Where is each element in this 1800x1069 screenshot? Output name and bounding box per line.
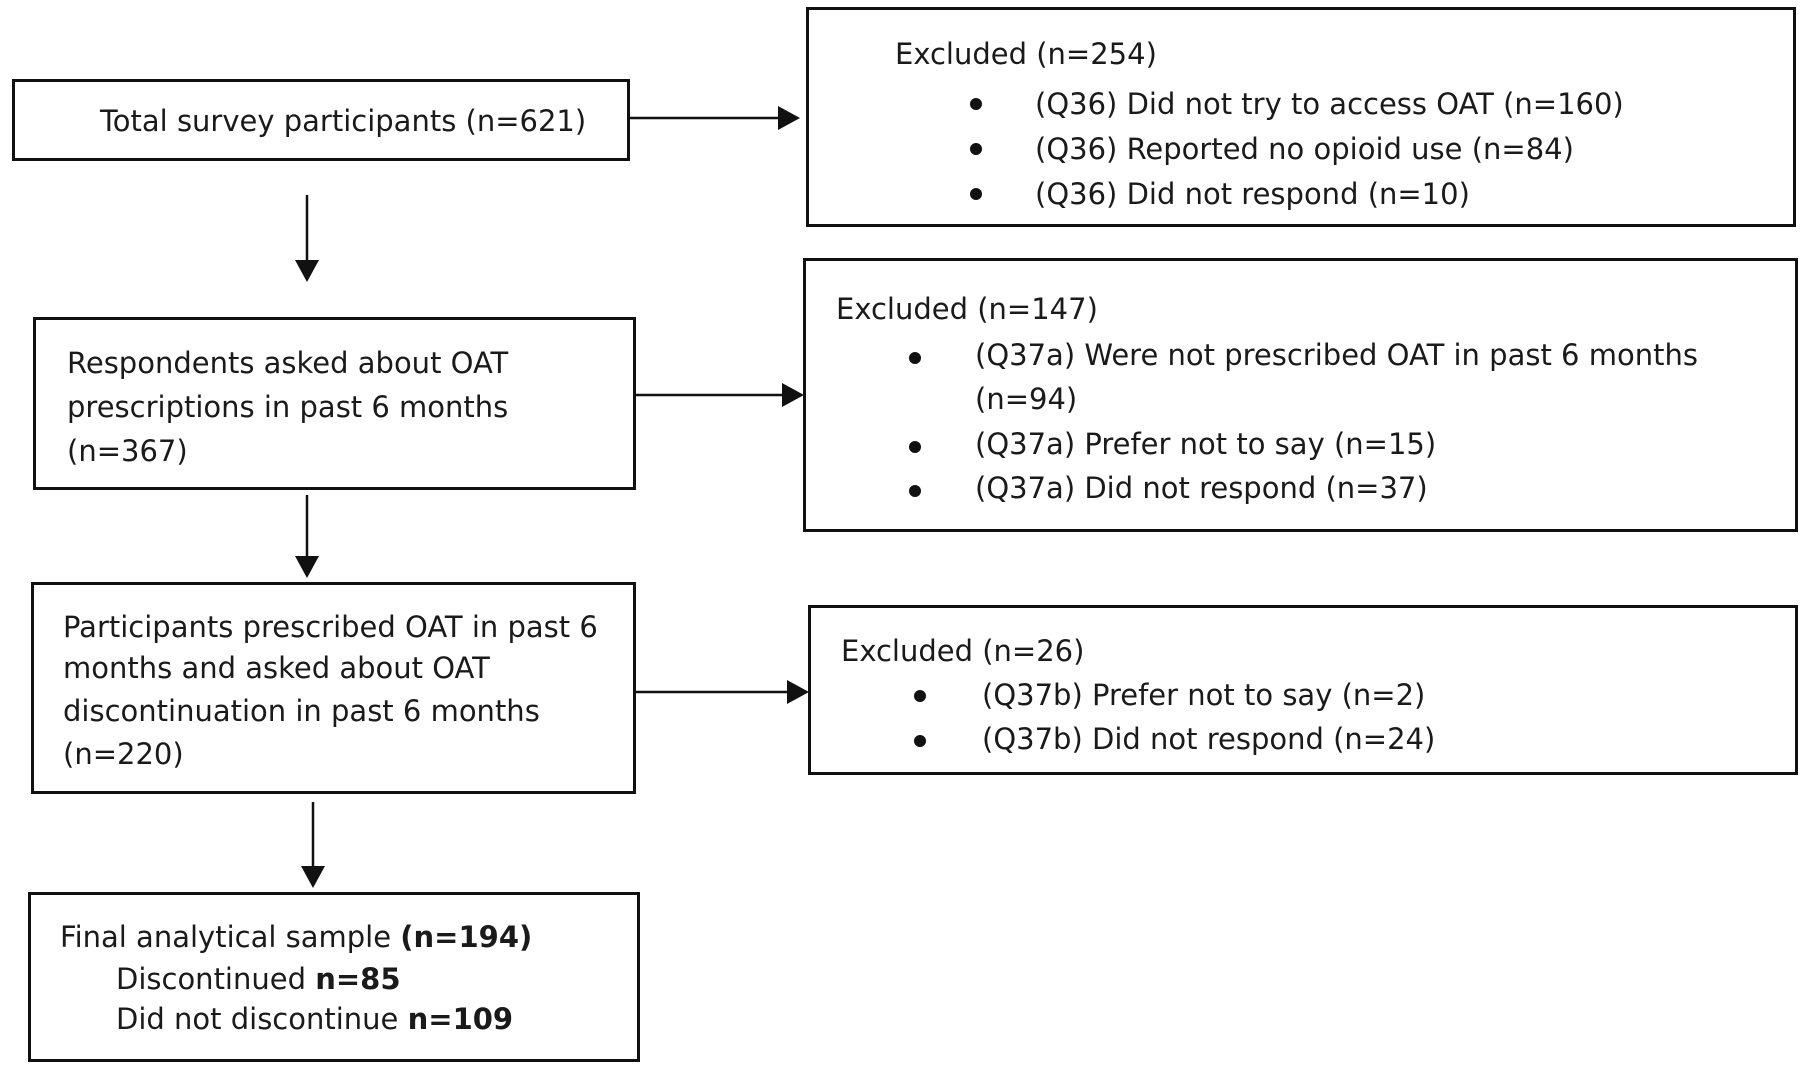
bullet-icon <box>914 690 926 702</box>
bullet-icon <box>909 485 921 497</box>
arrow-down-3 <box>301 802 325 888</box>
arrow-down-1 <box>295 195 319 282</box>
excluded-title-2: Excluded (n=147) <box>836 292 1098 326</box>
excluded-2-item-1-cont: (n=94) <box>975 382 1078 416</box>
not-discontinued-value: n=109 <box>407 1002 514 1036</box>
prescribed-oat-line-4: (n=220) <box>63 737 184 771</box>
excluded-title-3: Excluded (n=26) <box>841 634 1085 668</box>
final-sample-line: Final analytical sample (n=194) <box>60 915 532 959</box>
asked-oat-line-1: Respondents asked about OAT <box>67 346 509 380</box>
asked-oat-line-2: prescriptions in past 6 months <box>67 390 509 424</box>
excluded-1-item-2: (Q36) Reported no opioid use (n=84) <box>1035 132 1574 166</box>
prescribed-oat-line-3: discontinuation in past 6 months <box>63 694 540 728</box>
asked-oat-box: Respondents asked about OAT prescription… <box>33 317 636 490</box>
discontinued-line: Discontinued n=85 <box>116 957 401 1001</box>
bullet-icon <box>909 352 921 364</box>
excluded-2-item-2: (Q37a) Prefer not to say (n=15) <box>975 427 1437 461</box>
final-sample-value: (n=194) <box>400 920 533 954</box>
total-participants-text: Total survey participants (n=621) <box>100 104 587 138</box>
arrow-to-excluded-1 <box>630 106 800 130</box>
discontinued-label: Discontinued <box>116 962 316 996</box>
excluded-title-1: Excluded (n=254) <box>895 37 1157 71</box>
excluded-3-item-1: (Q37b) Prefer not to say (n=2) <box>982 678 1426 712</box>
excluded-box-3: Excluded (n=26) (Q37b) Prefer not to say… <box>808 605 1798 775</box>
prescribed-oat-line-1: Participants prescribed OAT in past 6 <box>63 610 598 644</box>
asked-oat-line-3: (n=367) <box>67 434 188 468</box>
final-sample-box: Final analytical sample (n=194) Disconti… <box>28 892 640 1062</box>
total-participants-box: Total survey participants (n=621) <box>12 79 630 161</box>
excluded-3-item-2: (Q37b) Did not respond (n=24) <box>982 722 1436 756</box>
bullet-icon <box>970 143 982 155</box>
discontinued-value: n=85 <box>315 962 401 996</box>
arrow-to-excluded-2 <box>635 383 804 407</box>
excluded-2-item-1: (Q37a) Were not prescribed OAT in past 6… <box>975 338 1698 372</box>
bullet-icon <box>914 735 926 747</box>
excluded-1-item-3: (Q36) Did not respond (n=10) <box>1035 177 1470 211</box>
final-sample-label: Final analytical sample <box>60 920 401 954</box>
excluded-box-2: Excluded (n=147) (Q37a) Were not prescri… <box>803 258 1798 532</box>
not-discontinued-label: Did not discontinue <box>116 1002 408 1036</box>
arrow-down-2 <box>295 495 319 578</box>
prescribed-oat-box: Participants prescribed OAT in past 6 mo… <box>31 582 636 794</box>
bullet-icon <box>970 188 982 200</box>
excluded-1-item-1: (Q36) Did not try to access OAT (n=160) <box>1035 87 1624 121</box>
excluded-2-item-3: (Q37a) Did not respond (n=37) <box>975 471 1428 505</box>
arrow-to-excluded-3 <box>635 680 809 704</box>
prescribed-oat-line-2: months and asked about OAT <box>63 651 490 685</box>
excluded-box-1: Excluded (n=254) (Q36) Did not try to ac… <box>806 7 1796 227</box>
bullet-icon <box>970 98 982 110</box>
bullet-icon <box>909 441 921 453</box>
not-discontinued-line: Did not discontinue n=109 <box>116 997 513 1041</box>
